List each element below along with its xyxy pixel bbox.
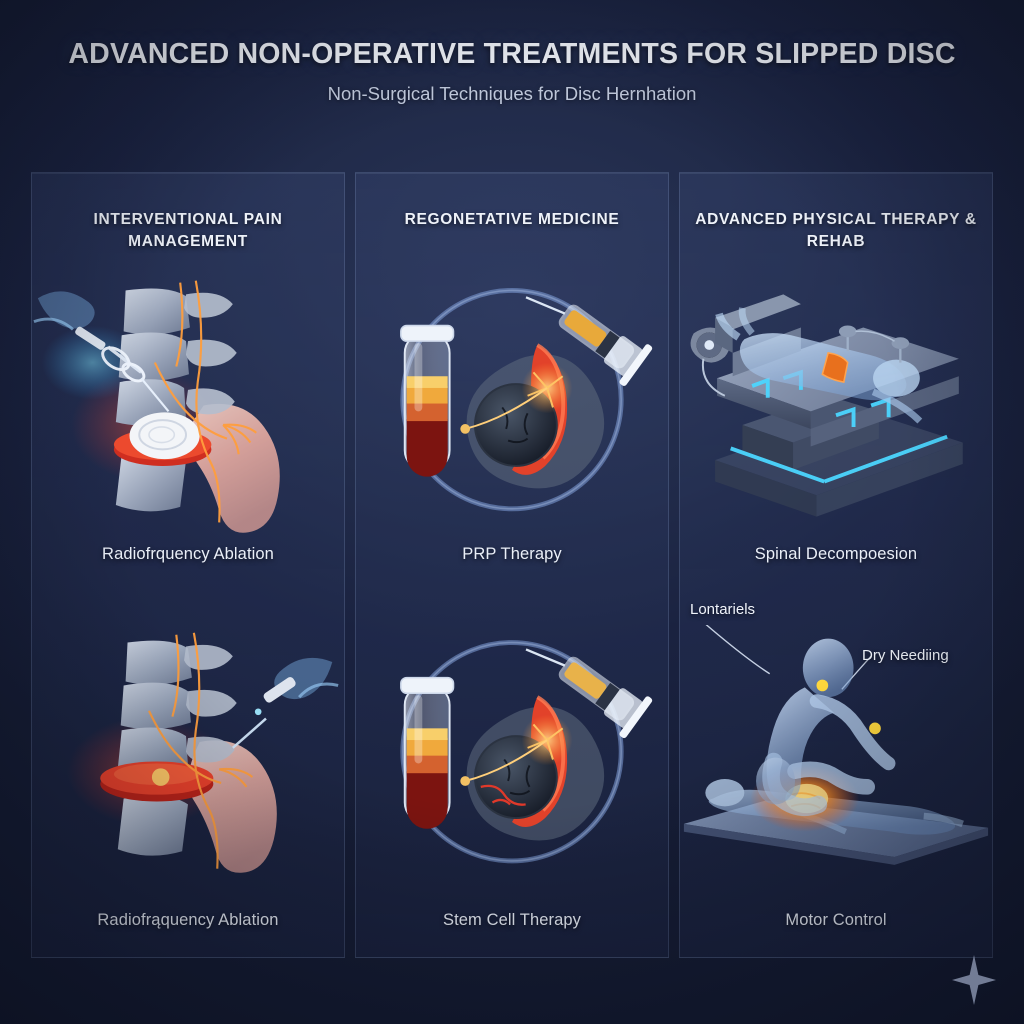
column-advanced-physical-therapy-rehab: ADVANCED PHYSICAL THERAPY & REHAB <box>679 172 993 958</box>
columns-container: INTERVENTIONAL PAIN MANAGEMENT <box>31 172 993 958</box>
annotation-lontariels: Lontariels <box>690 601 756 618</box>
cell-caption: Stem Cell Therapy <box>442 911 582 929</box>
header: ADVANCED NON-OPERATIVE TREATMENTS FOR SL… <box>0 38 1024 105</box>
cell-caption: Radiofrquency Ablation <box>102 545 274 563</box>
illustration-vial-syringe-disc <box>356 269 668 541</box>
cell-caption: Motor Control <box>785 911 887 929</box>
page-title: ADVANCED NON-OPERATIVE TREATMENTS FOR SL… <box>68 38 956 70</box>
cell-caption: PRP Therapy <box>462 545 562 563</box>
illustration-therapist-patient-mat <box>680 625 992 897</box>
cell-spinal-decompression: Spinal Decompoesion <box>680 269 992 599</box>
cell-motor-control: Motor Control Lontariels Dry Neediing <box>680 601 992 955</box>
cell-radiofrequency-ablation-top: Radiofrquency Ablation <box>32 269 344 599</box>
cell-caption: Spinal Decompoesion <box>754 545 918 563</box>
cell-caption: Radiofrąquency Ablation <box>97 911 279 929</box>
column-heading: REGONETATIVE MEDICINE <box>404 211 620 228</box>
column-heading: INTERVENTIONAL PAIN MANAGEMENT <box>93 211 283 250</box>
illustration-spine-disc-injection <box>32 625 344 897</box>
annotation-dry-needling: Dry Neediing <box>862 647 949 664</box>
column-regenerative-medicine: REGONETATIVE MEDICINE <box>355 172 669 958</box>
sparkle-icon <box>952 955 996 1005</box>
cell-stem-cell-therapy: Stem Cell Therapy <box>356 625 668 955</box>
page-subtitle: Non-Surgical Techniques for Disc Hernhat… <box>327 83 697 104</box>
cell-prp-therapy: PRP Therapy <box>356 269 668 599</box>
column-interventional-pain-management: INTERVENTIONAL PAIN MANAGEMENT <box>31 172 345 958</box>
illustration-spine-needle-ablation <box>32 269 344 541</box>
column-heading: ADVANCED PHYSICAL THERAPY & REHAB <box>695 211 977 250</box>
cell-radiofrequency-ablation-bottom: Radiofrąquency Ablation <box>32 625 344 955</box>
illustration-decompression-table <box>680 269 992 541</box>
illustration-vial-syringe-disc-cracked <box>356 625 668 897</box>
